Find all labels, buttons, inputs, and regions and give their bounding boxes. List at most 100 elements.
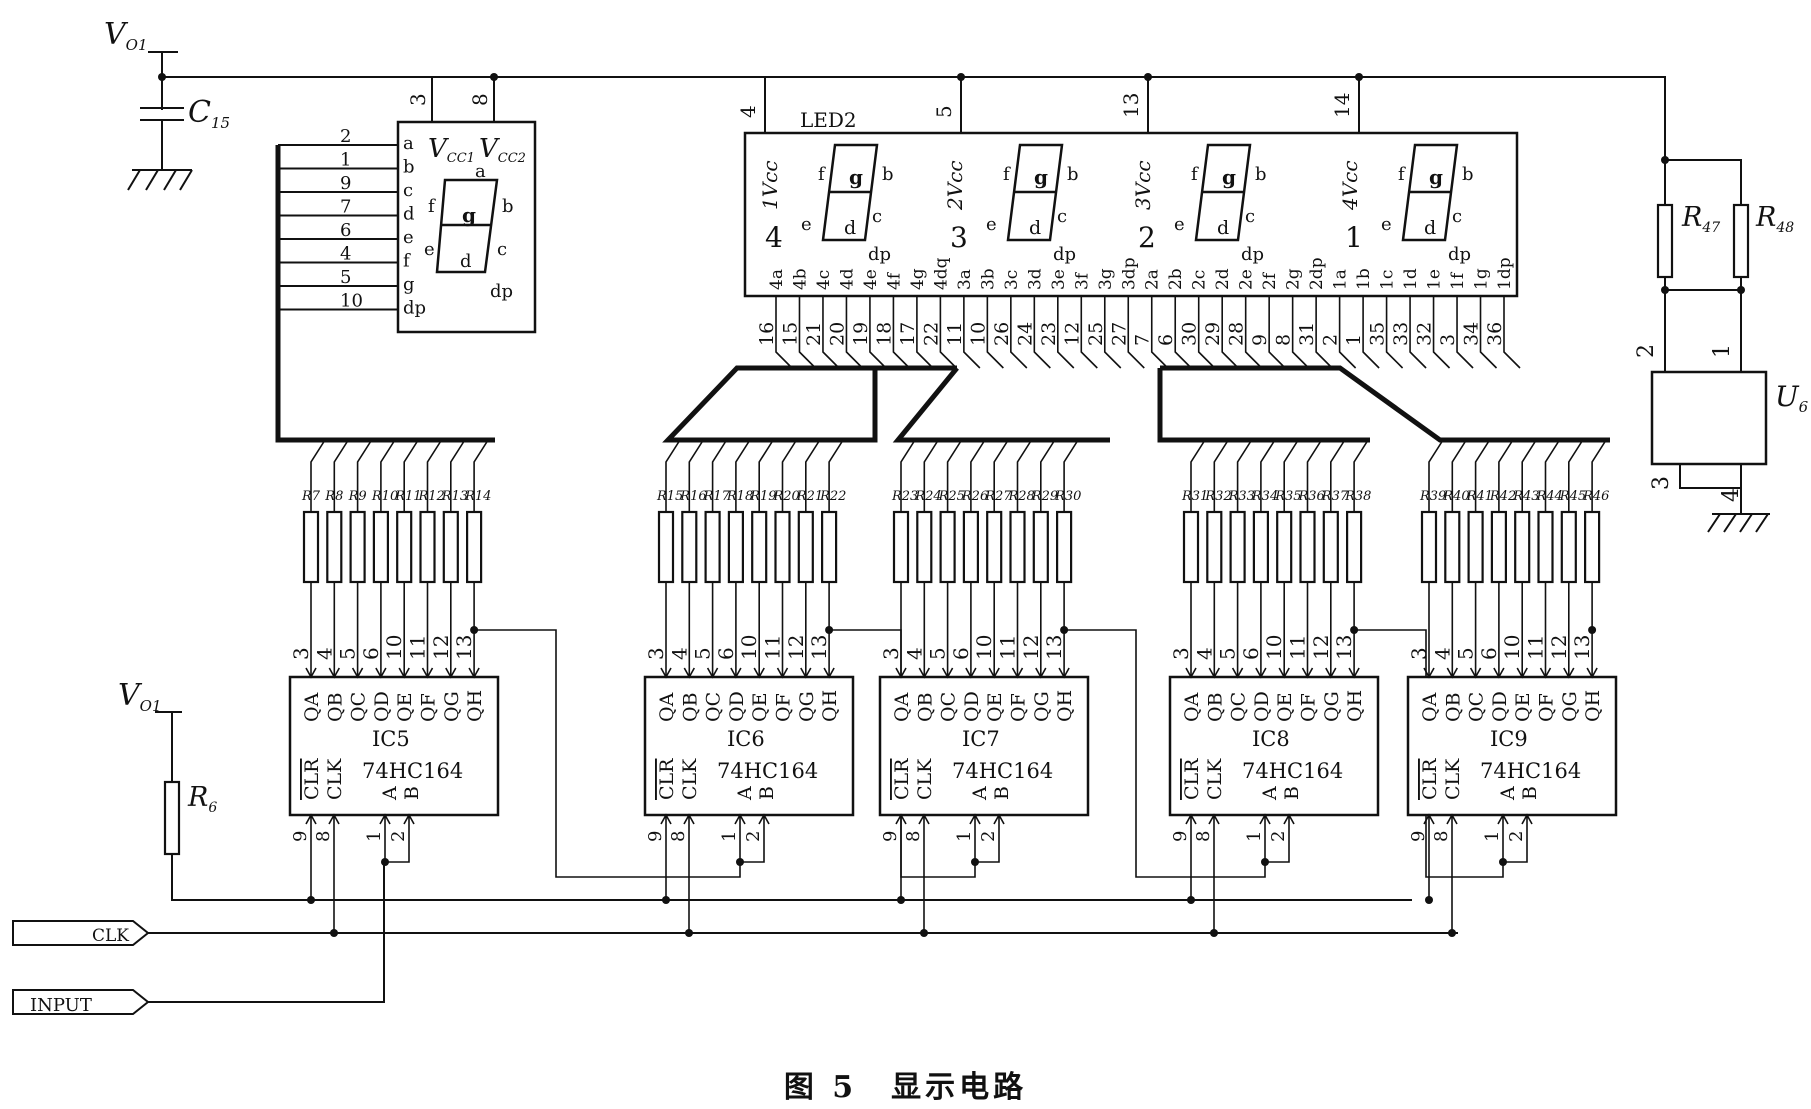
pin-arrow (1493, 667, 1505, 679)
resistor-label: R24 (914, 489, 941, 504)
clk-port[interactable]: CLK (12, 920, 150, 946)
series-resistor (774, 510, 791, 584)
chip-output-label: QD (961, 691, 983, 722)
bus-tap-wire (946, 439, 963, 512)
ab-tie-wire (1502, 842, 1528, 863)
pin-arrow (730, 667, 742, 679)
led2-pin-wire (1150, 296, 1169, 369)
input-port[interactable]: INPUT (12, 989, 150, 1016)
pin-arrow (1446, 667, 1458, 679)
led2-seg-label: dp (1448, 244, 1471, 265)
chip-pin-number: 12 (1019, 635, 1043, 660)
series-resistor (466, 510, 483, 584)
led2-pin-label: 1d (1401, 268, 1421, 290)
pin-arrow (1011, 667, 1024, 679)
led2-seg-label: g (1222, 165, 1236, 189)
series-resistor (1322, 510, 1339, 584)
svg-text:b: b (502, 196, 514, 217)
input-pin-arrow (660, 813, 672, 842)
chip-clk-label: CLK (679, 758, 701, 800)
chip-pin-number: 12 (429, 635, 453, 660)
series-resistor (302, 510, 320, 584)
pin-arrow (965, 667, 977, 679)
svg-text:VCC2: VCC2 (479, 134, 526, 166)
pin-arrow (660, 667, 672, 679)
bus-tap-wire (450, 439, 466, 512)
bus-tap-wire (923, 439, 939, 512)
bus-tap-wire (993, 439, 1009, 512)
bus-tap-wire (473, 439, 489, 512)
junction-dot (971, 858, 979, 866)
series-resistor (727, 510, 745, 584)
input-pin-arrow (1423, 813, 1435, 842)
pin-arrow (1469, 667, 1482, 679)
led2-pin-number: 7 (1132, 334, 1154, 346)
led2-seg-label: e (986, 214, 997, 235)
series-resistor (892, 510, 910, 584)
pin-arrow (1185, 667, 1197, 679)
chip-output-label: QA (1181, 692, 1203, 722)
led2-seven-segment (1194, 143, 1252, 242)
chip-b-label: B (991, 786, 1013, 800)
led2-pin-number: 11 (944, 322, 966, 346)
chip-output-label: QE (394, 693, 416, 722)
led2-pin-wire (1456, 296, 1474, 369)
bus-tap-wire (1521, 439, 1537, 512)
resistor-label: R10 (371, 489, 398, 504)
led2-pin-label: 4f (884, 271, 904, 290)
shift-register-ic9: R393QAR404QBR415QCR426QDR4310QER4411QFR4… (1406, 439, 1618, 937)
series-resistor (820, 510, 838, 584)
junction-dot (1499, 858, 1507, 866)
led2-pin-label: 4g (908, 268, 928, 290)
svg-text:c: c (497, 239, 507, 260)
chip-b-label: B (756, 786, 778, 800)
led2-pin-label: 1f (1448, 271, 1468, 290)
pin-arrow (1255, 667, 1267, 679)
u6-label: U6 (1775, 380, 1809, 416)
resistor-label: R26 (961, 489, 988, 504)
led2-pin-wire (845, 296, 864, 369)
resistor-label: R29 (1031, 489, 1058, 504)
ab-tie-wire (739, 842, 765, 863)
led2-seg-label: e (1174, 214, 1185, 235)
pin-arrow (1586, 667, 1598, 679)
led2-pin-label: 3b (978, 268, 998, 290)
led2-pin-label: 2d (1213, 268, 1233, 290)
led1-pin-label: a (403, 133, 414, 154)
series-resistor (916, 510, 933, 584)
resistor-label: R37 (1321, 489, 1349, 504)
chip-clr-label: CLR (1419, 758, 1441, 800)
led2-pin-wire (1385, 296, 1404, 369)
bus-tap-wire (1568, 439, 1584, 512)
chip-output-label: QB (679, 692, 701, 722)
resistor-label: R9 (348, 489, 367, 504)
bus-tap-wire (711, 439, 728, 512)
series-resistor (1560, 510, 1577, 584)
resistor-label: R38 (1344, 489, 1371, 504)
chip-output-label: QA (1419, 692, 1441, 722)
series-resistor (419, 510, 436, 584)
u6-pin: 4 (1719, 488, 1744, 502)
chip-clr-label: CLR (301, 758, 323, 800)
led1-pin-number: 9 (340, 173, 351, 194)
chip-output-label: QE (1274, 693, 1296, 722)
svg-text:a: a (475, 161, 486, 182)
led2-pin-wire (986, 296, 1004, 369)
resistor-label: R35 (1274, 489, 1301, 504)
chip-clr-label: CLR (891, 758, 913, 800)
led2-pin-label: 1g (1472, 268, 1492, 290)
figure-caption: 图 5 显示电路 (783, 1070, 1028, 1105)
pin-arrow (706, 667, 719, 679)
led1-pin-label: e (403, 227, 414, 248)
series-resistor (939, 510, 956, 584)
led2-pin-label: 3e (1049, 269, 1069, 290)
chip-b-label: B (401, 786, 423, 800)
chip-input-pin-number: 9 (645, 831, 666, 842)
chip-body (878, 675, 1090, 817)
led2-vcc-label: 1Vcc (758, 160, 782, 210)
bus-tap-wire (403, 439, 419, 512)
led2-pin-label: 3f (1072, 271, 1092, 290)
led2-pin-wire (1291, 296, 1310, 369)
resistor-label: R43 (1512, 489, 1539, 504)
